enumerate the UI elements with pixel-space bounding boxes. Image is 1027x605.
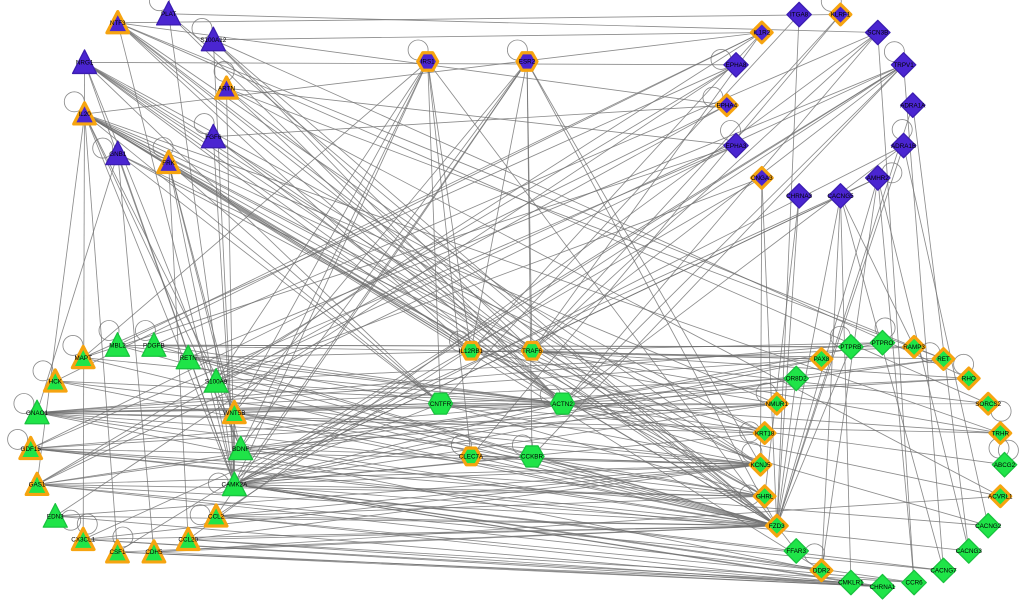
- svg-text:CCL20: CCL20: [178, 537, 198, 544]
- svg-text:GHRL: GHRL: [756, 494, 774, 501]
- svg-text:CHRNA1: CHRNA1: [870, 584, 896, 591]
- svg-text:KRT18: KRT18: [755, 430, 775, 437]
- svg-text:PLAT: PLAT: [161, 11, 176, 18]
- svg-text:ARTN: ARTN: [218, 85, 235, 92]
- svg-text:RET: RET: [937, 356, 950, 363]
- svg-text:ITGA8: ITGA8: [790, 12, 809, 19]
- svg-text:NTF3: NTF3: [110, 20, 126, 27]
- svg-text:TRHR: TRHR: [992, 430, 1010, 437]
- svg-text:IL12RB1: IL12RB1: [459, 348, 484, 355]
- svg-text:ABCG2: ABCG2: [994, 462, 1016, 469]
- svg-text:FZD3: FZD3: [769, 523, 785, 530]
- svg-text:BDNF: BDNF: [232, 446, 249, 453]
- svg-text:CAMK2A: CAMK2A: [221, 482, 248, 489]
- svg-text:CACNG7: CACNG7: [930, 568, 957, 575]
- svg-text:CLEC7A: CLEC7A: [459, 454, 484, 461]
- svg-text:GNAO1: GNAO1: [26, 410, 49, 417]
- svg-text:RAMP3: RAMP3: [903, 344, 925, 351]
- svg-text:NMUR1: NMUR1: [766, 401, 789, 408]
- svg-text:CCR6: CCR6: [906, 580, 924, 587]
- svg-text:CDH5: CDH5: [145, 549, 163, 556]
- svg-text:ESR2: ESR2: [519, 59, 536, 66]
- svg-text:PTPRO: PTPRO: [872, 340, 894, 347]
- svg-text:ACVRL1: ACVRL1: [988, 494, 1013, 501]
- svg-text:SCN3B: SCN3B: [867, 30, 888, 37]
- svg-text:CCKBR: CCKBR: [521, 454, 543, 461]
- svg-text:EPHA8: EPHA8: [726, 62, 747, 69]
- svg-text:RHO: RHO: [962, 376, 976, 383]
- svg-text:CNGA3: CNGA3: [751, 175, 773, 182]
- svg-text:CACNG2: CACNG2: [975, 523, 1002, 530]
- svg-text:KCNJ5: KCNJ5: [751, 462, 771, 469]
- svg-text:IL20: IL20: [78, 111, 91, 118]
- svg-text:FFAR3: FFAR3: [786, 548, 806, 555]
- svg-text:TRAF6: TRAF6: [522, 348, 542, 355]
- svg-text:CACNG3: CACNG3: [956, 548, 983, 555]
- svg-text:EDN3: EDN3: [47, 513, 64, 520]
- svg-text:FGF6: FGF6: [205, 134, 222, 141]
- svg-text:PTPRB: PTPRB: [840, 344, 861, 351]
- svg-text:S100A9: S100A9: [205, 378, 228, 385]
- svg-text:IRS1: IRS1: [421, 59, 435, 66]
- svg-text:TRPV1: TRPV1: [893, 62, 914, 69]
- svg-text:AMHR2: AMHR2: [867, 175, 890, 182]
- svg-text:MBL2: MBL2: [109, 342, 126, 349]
- svg-text:IL1R2: IL1R2: [753, 30, 770, 37]
- svg-text:PAX8: PAX8: [814, 356, 830, 363]
- svg-text:CMKLR1: CMKLR1: [838, 580, 864, 587]
- svg-text:ADRA1B: ADRA1B: [891, 143, 916, 150]
- svg-text:S100A12: S100A12: [200, 37, 226, 44]
- svg-text:CHRNA3: CHRNA3: [786, 193, 812, 200]
- svg-text:CACNG5: CACNG5: [827, 193, 854, 200]
- svg-text:DDR2: DDR2: [813, 568, 831, 575]
- svg-text:WNT5B: WNT5B: [223, 410, 245, 417]
- svg-text:SORCS2: SORCS2: [975, 401, 1001, 408]
- svg-text:OR8D2: OR8D2: [786, 376, 807, 383]
- svg-text:ADRA1A: ADRA1A: [900, 102, 926, 109]
- svg-text:KLRF1: KLRF1: [831, 12, 851, 19]
- svg-text:CCL2: CCL2: [208, 513, 225, 520]
- svg-text:GAS1: GAS1: [29, 482, 46, 489]
- svg-text:CNTFR: CNTFR: [430, 401, 452, 408]
- svg-text:PDGFB: PDGFB: [143, 342, 165, 349]
- svg-text:GDF15: GDF15: [21, 446, 42, 453]
- svg-text:CX3CL1: CX3CL1: [71, 537, 95, 544]
- svg-text:MAPT: MAPT: [74, 355, 92, 362]
- svg-text:GNB1: GNB1: [109, 151, 127, 158]
- svg-text:CSF1: CSF1: [109, 549, 126, 556]
- svg-text:ACTN2: ACTN2: [552, 401, 573, 408]
- svg-text:EPHA3: EPHA3: [726, 143, 747, 150]
- svg-text:HCK: HCK: [49, 378, 63, 385]
- svg-text:FRK: FRK: [162, 160, 175, 167]
- svg-text:NRG1: NRG1: [76, 60, 94, 67]
- svg-text:EPHA4: EPHA4: [716, 102, 737, 109]
- svg-text:RETN: RETN: [180, 355, 198, 362]
